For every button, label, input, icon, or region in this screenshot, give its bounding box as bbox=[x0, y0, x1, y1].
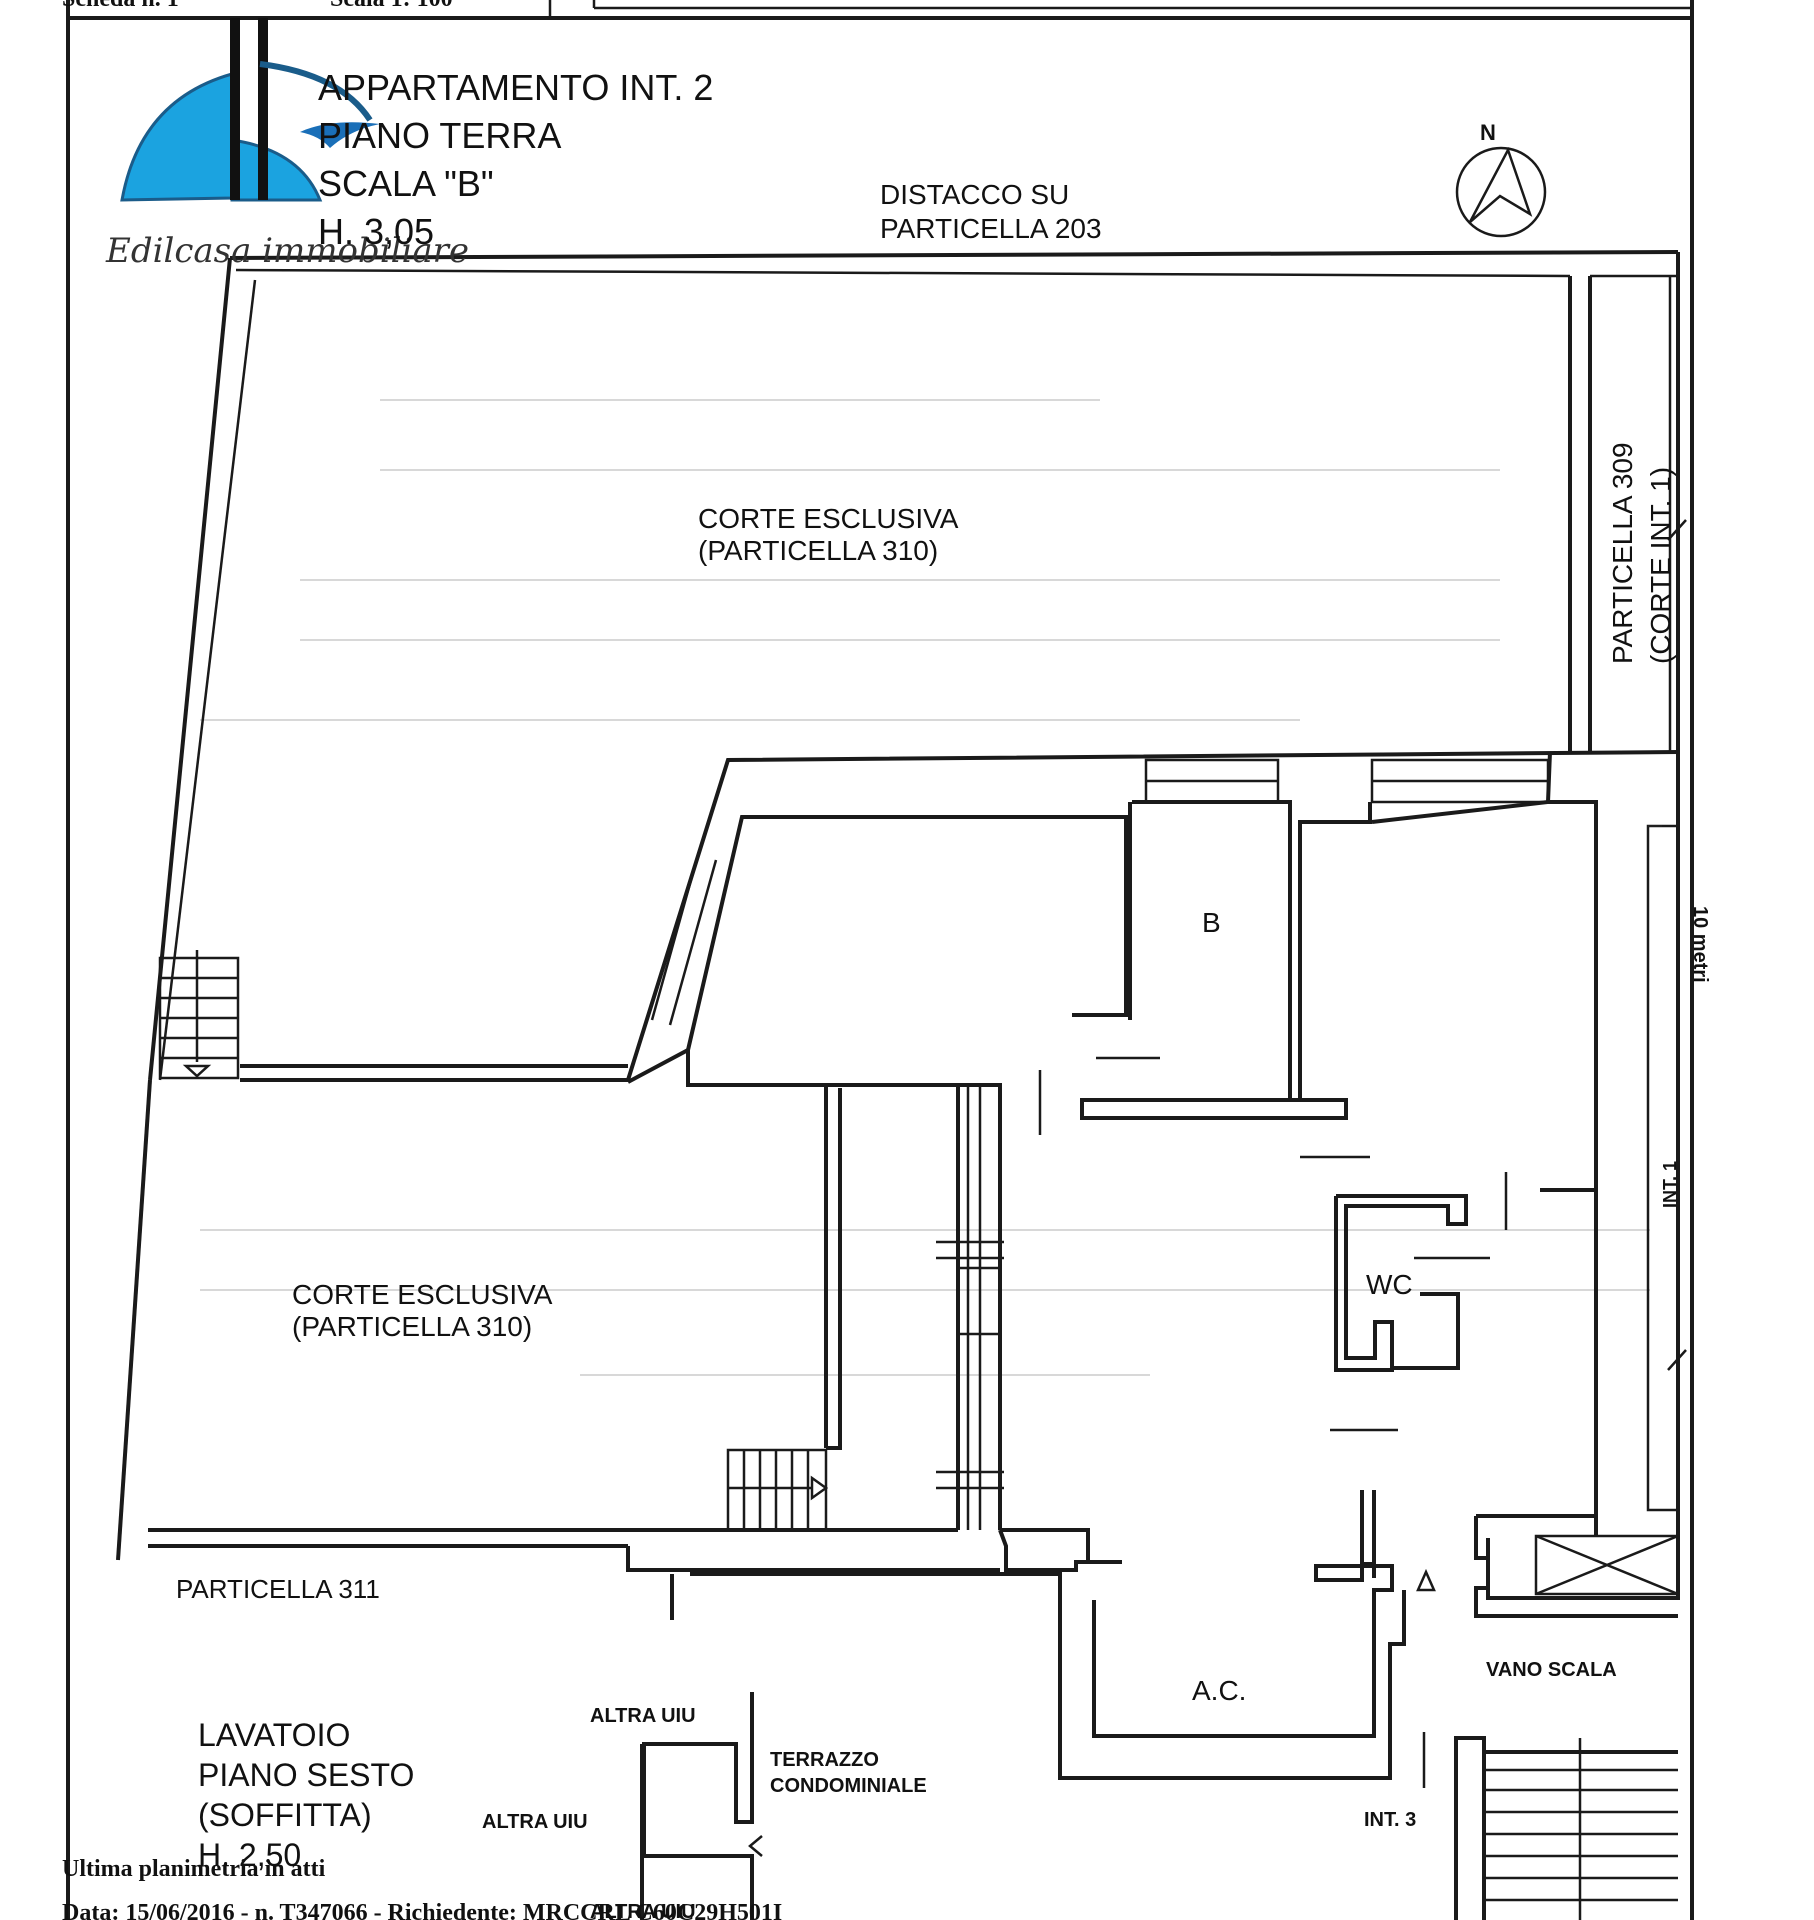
room-b-label: B bbox=[1202, 907, 1221, 938]
stairs-vano-scala bbox=[1416, 1568, 1678, 1920]
footer-line-2: Data: 15/06/2016 - n. T347066 - Richiede… bbox=[62, 1900, 782, 1920]
room-wc-label: WC bbox=[1366, 1269, 1413, 1300]
particella-309-label: PARTICELLA 309 bbox=[1607, 442, 1638, 664]
stairs-top-left bbox=[158, 950, 240, 1080]
title-line-4: H. 3,05 bbox=[318, 211, 434, 252]
logo-brand-text: Edilcasa immobiliare bbox=[105, 231, 469, 271]
altra-uiu-top-label: ALTRA UIU bbox=[590, 1705, 696, 1727]
corte-top-label-2: (PARTICELLA 310) bbox=[698, 535, 938, 566]
vano-scala-label: VANO SCALA bbox=[1486, 1659, 1617, 1681]
lavatoio-labels: LAVATOIO PIANO SESTO (SOFFITTA) H. 2,50 … bbox=[198, 1705, 927, 1920]
scale-bar: 10 metri bbox=[1667, 519, 1711, 1380]
north-arrow-icon bbox=[1455, 146, 1547, 238]
compass-group: N bbox=[1455, 120, 1547, 238]
altra-uiu-left-label: ALTRA UIU bbox=[482, 1811, 588, 1833]
title-block: APPARTAMENTO INT. 2 PIANO TERRA SCALA "B… bbox=[318, 67, 713, 252]
corte-bottom-label-1: CORTE ESCLUSIVA bbox=[292, 1279, 553, 1310]
terrazzo-label-2: CONDOMINIALE bbox=[770, 1775, 927, 1797]
footer: Ultima planimetria in atti Data: 15/06/2… bbox=[62, 1856, 782, 1920]
scheda-label: Scheda n. 1 bbox=[62, 0, 179, 12]
particella-311-label: PARTICELLA 311 bbox=[176, 1574, 380, 1604]
title-line-3: SCALA "B" bbox=[318, 163, 494, 204]
terrazzo-label-1: TERRAZZO bbox=[770, 1749, 879, 1771]
lavatoio-line-4: H. 2,50 bbox=[198, 1837, 301, 1873]
title-line-1: APPARTAMENTO INT. 2 bbox=[318, 67, 713, 108]
scale-bar-label: 10 metri bbox=[1689, 906, 1711, 983]
distacco-label-2: PARTICELLA 203 bbox=[880, 213, 1102, 244]
house-roof-bird-logo-icon bbox=[120, 72, 234, 202]
lavatoio-plan bbox=[640, 1692, 763, 1920]
stairs-bottom bbox=[726, 1448, 829, 1532]
logo: Edilcasa immobiliare bbox=[105, 18, 469, 271]
distacco-label-1: DISTACCO SU bbox=[880, 179, 1069, 210]
corte-bottom-label-2: (PARTICELLA 310) bbox=[292, 1311, 532, 1342]
lavatoio-line-2: PIANO SESTO bbox=[198, 1757, 414, 1793]
corte-int1-label: (CORTE INT. 1) bbox=[1645, 467, 1676, 664]
site-boundaries bbox=[116, 250, 1680, 1600]
paper-ghost-lines bbox=[200, 399, 1650, 1376]
compass-n-label: N bbox=[1480, 120, 1496, 145]
altra-uiu-bottom-label: ALTRA UIU bbox=[590, 1901, 696, 1920]
bird-icon bbox=[300, 122, 380, 148]
lavatoio-line-3: (SOFFITTA) bbox=[198, 1797, 372, 1833]
room-ac-label: A.C. bbox=[1192, 1675, 1246, 1706]
triangle-marker bbox=[1416, 1568, 1436, 1592]
footer-line-1: Ultima planimetria in atti bbox=[62, 1856, 326, 1882]
lavatoio-line-1: LAVATOIO bbox=[198, 1717, 350, 1753]
sheet-frame: Scheda n. 1 Scala 1: 100 bbox=[62, 0, 1694, 1920]
building-walls bbox=[626, 750, 1680, 1788]
int-3-label: INT. 3 bbox=[1364, 1809, 1416, 1831]
int-1-label: INT. 1 bbox=[1660, 1161, 1680, 1208]
title-line-2: PIANO TERRA bbox=[318, 115, 561, 156]
scala-label: Scala 1: 100 bbox=[330, 0, 453, 12]
area-labels: DISTACCO SU PARTICELLA 203 CORTE ESCLUSI… bbox=[176, 179, 1680, 1831]
corte-top-label-1: CORTE ESCLUSIVA bbox=[698, 503, 959, 534]
